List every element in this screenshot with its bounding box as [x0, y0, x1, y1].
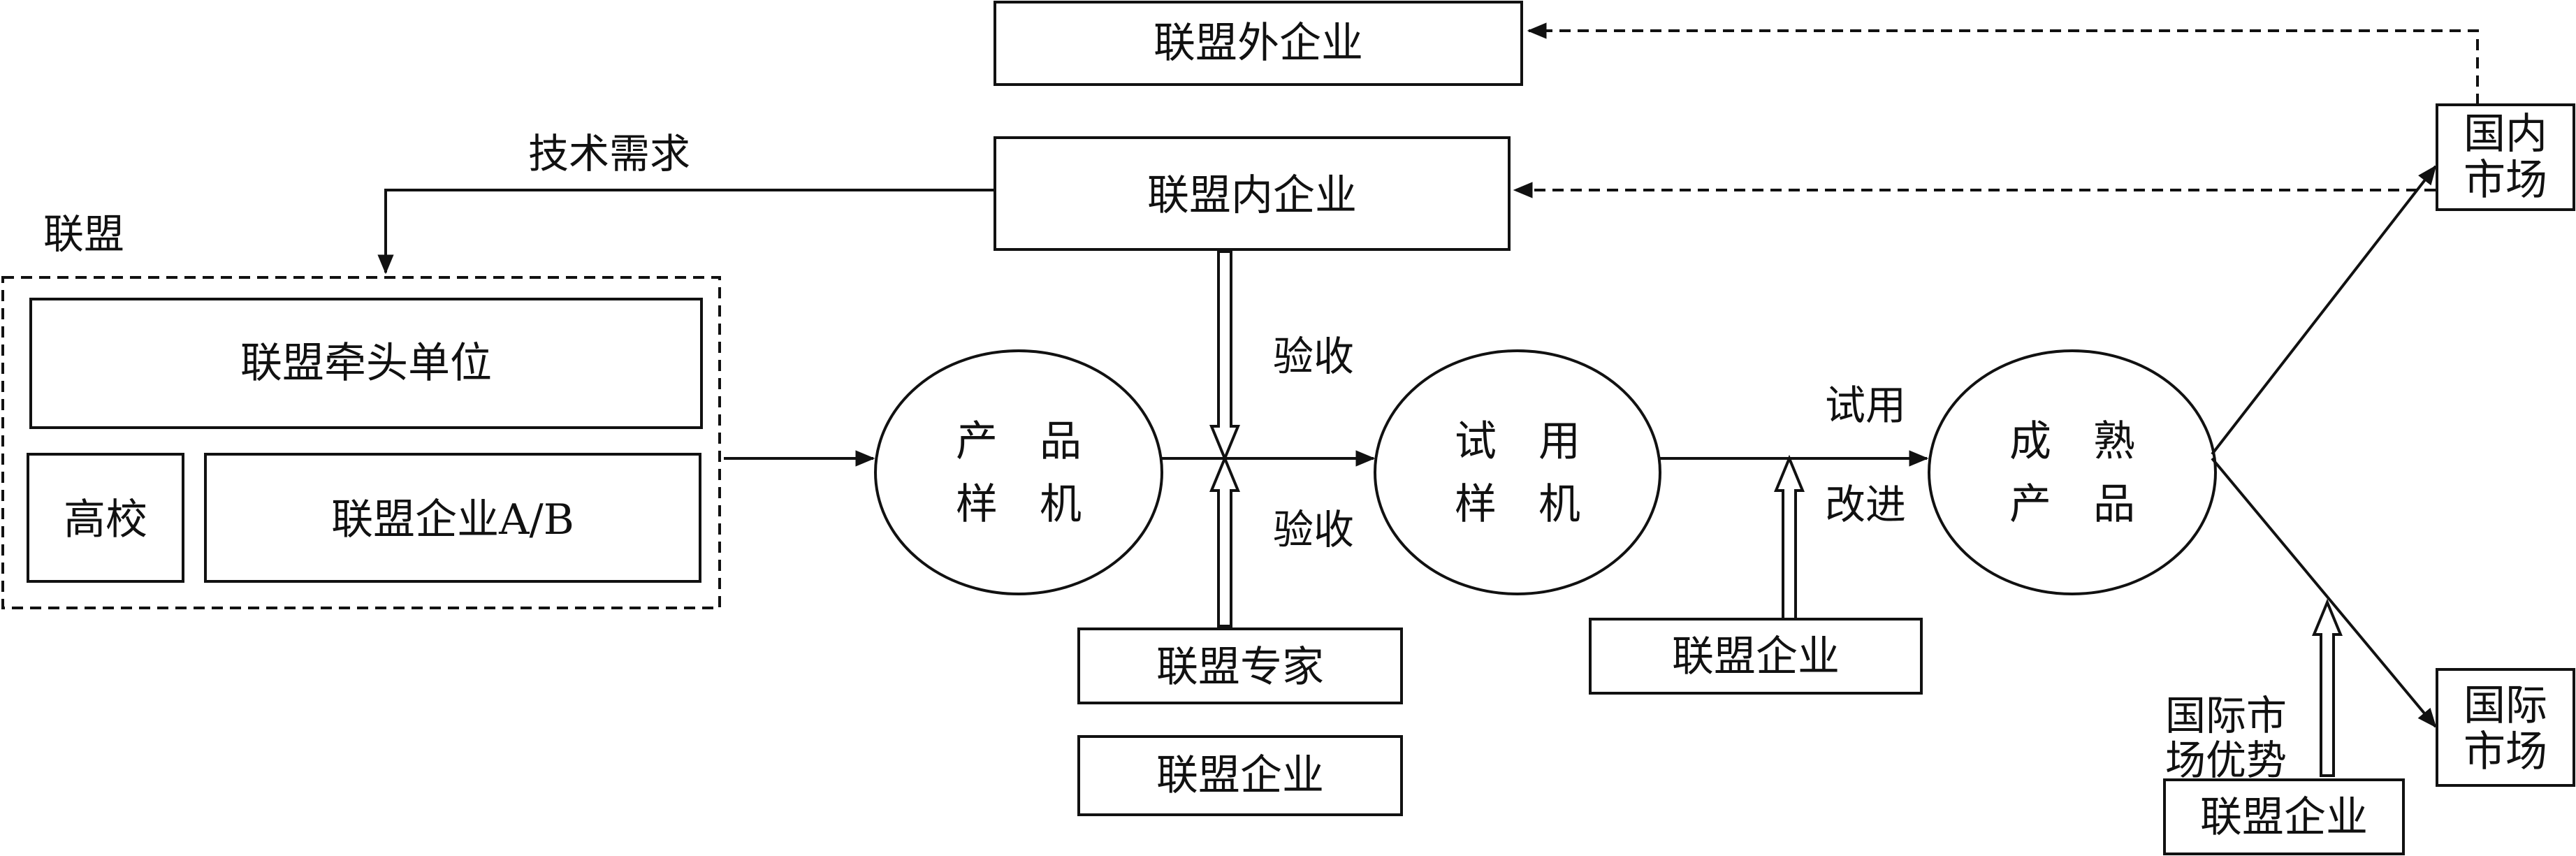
enterprises-ab-box — [204, 453, 701, 583]
intl-advantage-line2: 场优势 — [2165, 737, 2287, 784]
prototype-line2: 样 机 — [956, 480, 1082, 529]
intl-advantage-line1: 国际市 — [2165, 692, 2287, 739]
enterprise-label-2: 联盟企业 — [1672, 632, 1840, 681]
international-market-box — [2436, 668, 2575, 787]
inside-enterprises-box — [994, 136, 1511, 251]
outside-enterprises-box — [994, 1, 1523, 86]
improve-label: 改进 — [1825, 481, 1906, 528]
outside-enterprises-label: 联盟外企业 — [1154, 19, 1363, 68]
trial-use-label: 试用 — [1825, 382, 1906, 429]
experts-box — [1077, 628, 1403, 704]
enterprise-label-1: 联盟企业 — [1156, 751, 1324, 800]
university-label: 高校 — [64, 495, 147, 544]
experts-label: 联盟专家 — [1156, 643, 1324, 692]
alliance-label: 联盟 — [43, 210, 124, 258]
enterprises-ab-label: 联盟企业A/B — [331, 495, 574, 544]
acceptance-top-label: 验收 — [1273, 333, 1354, 380]
acceptance-top-arrow — [1209, 250, 1240, 463]
inside-enterprises-label: 联盟内企业 — [1147, 171, 1357, 220]
lead-unit-box — [29, 298, 703, 429]
domestic-line1: 国内 — [2464, 110, 2547, 159]
to-domestic-arrow — [2211, 165, 2437, 456]
feedback-to-outside-arrow — [1527, 22, 2479, 105]
enterprise-box-2 — [1589, 618, 1923, 695]
intl-advantage-arrow — [2312, 598, 2343, 777]
prototype-node — [874, 349, 1163, 595]
improve-arrow — [1774, 454, 1805, 621]
mature-line2: 产 品 — [2009, 480, 2135, 529]
acceptance-bottom-label: 验收 — [1273, 506, 1354, 553]
alliance-group — [1, 276, 721, 609]
domestic-line2: 市场 — [2464, 156, 2547, 205]
to-international-arrow — [2211, 457, 2437, 728]
enterprise-box-3 — [2163, 778, 2405, 855]
mature-product-node — [1928, 349, 2217, 595]
trial-line2: 样 机 — [1455, 480, 1580, 529]
mature-line1: 成 熟 — [2009, 417, 2135, 466]
international-line1: 国际 — [2464, 681, 2547, 730]
tech-demand-arrow — [377, 189, 995, 275]
trial-prototype-node — [1374, 349, 1661, 595]
acceptance-bottom-arrow — [1209, 454, 1240, 628]
tech-demand-label: 技术需求 — [528, 130, 690, 177]
lead-unit-label: 联盟牵头单位 — [240, 339, 492, 388]
international-line2: 市场 — [2464, 727, 2547, 776]
trial-line1: 试 用 — [1455, 417, 1580, 466]
university-box — [27, 453, 184, 583]
domestic-market-box — [2436, 103, 2575, 211]
enterprise-label-3: 联盟企业 — [2200, 793, 2368, 842]
enterprise-box-1 — [1077, 735, 1403, 816]
prototype-line1: 产 品 — [956, 417, 1082, 466]
